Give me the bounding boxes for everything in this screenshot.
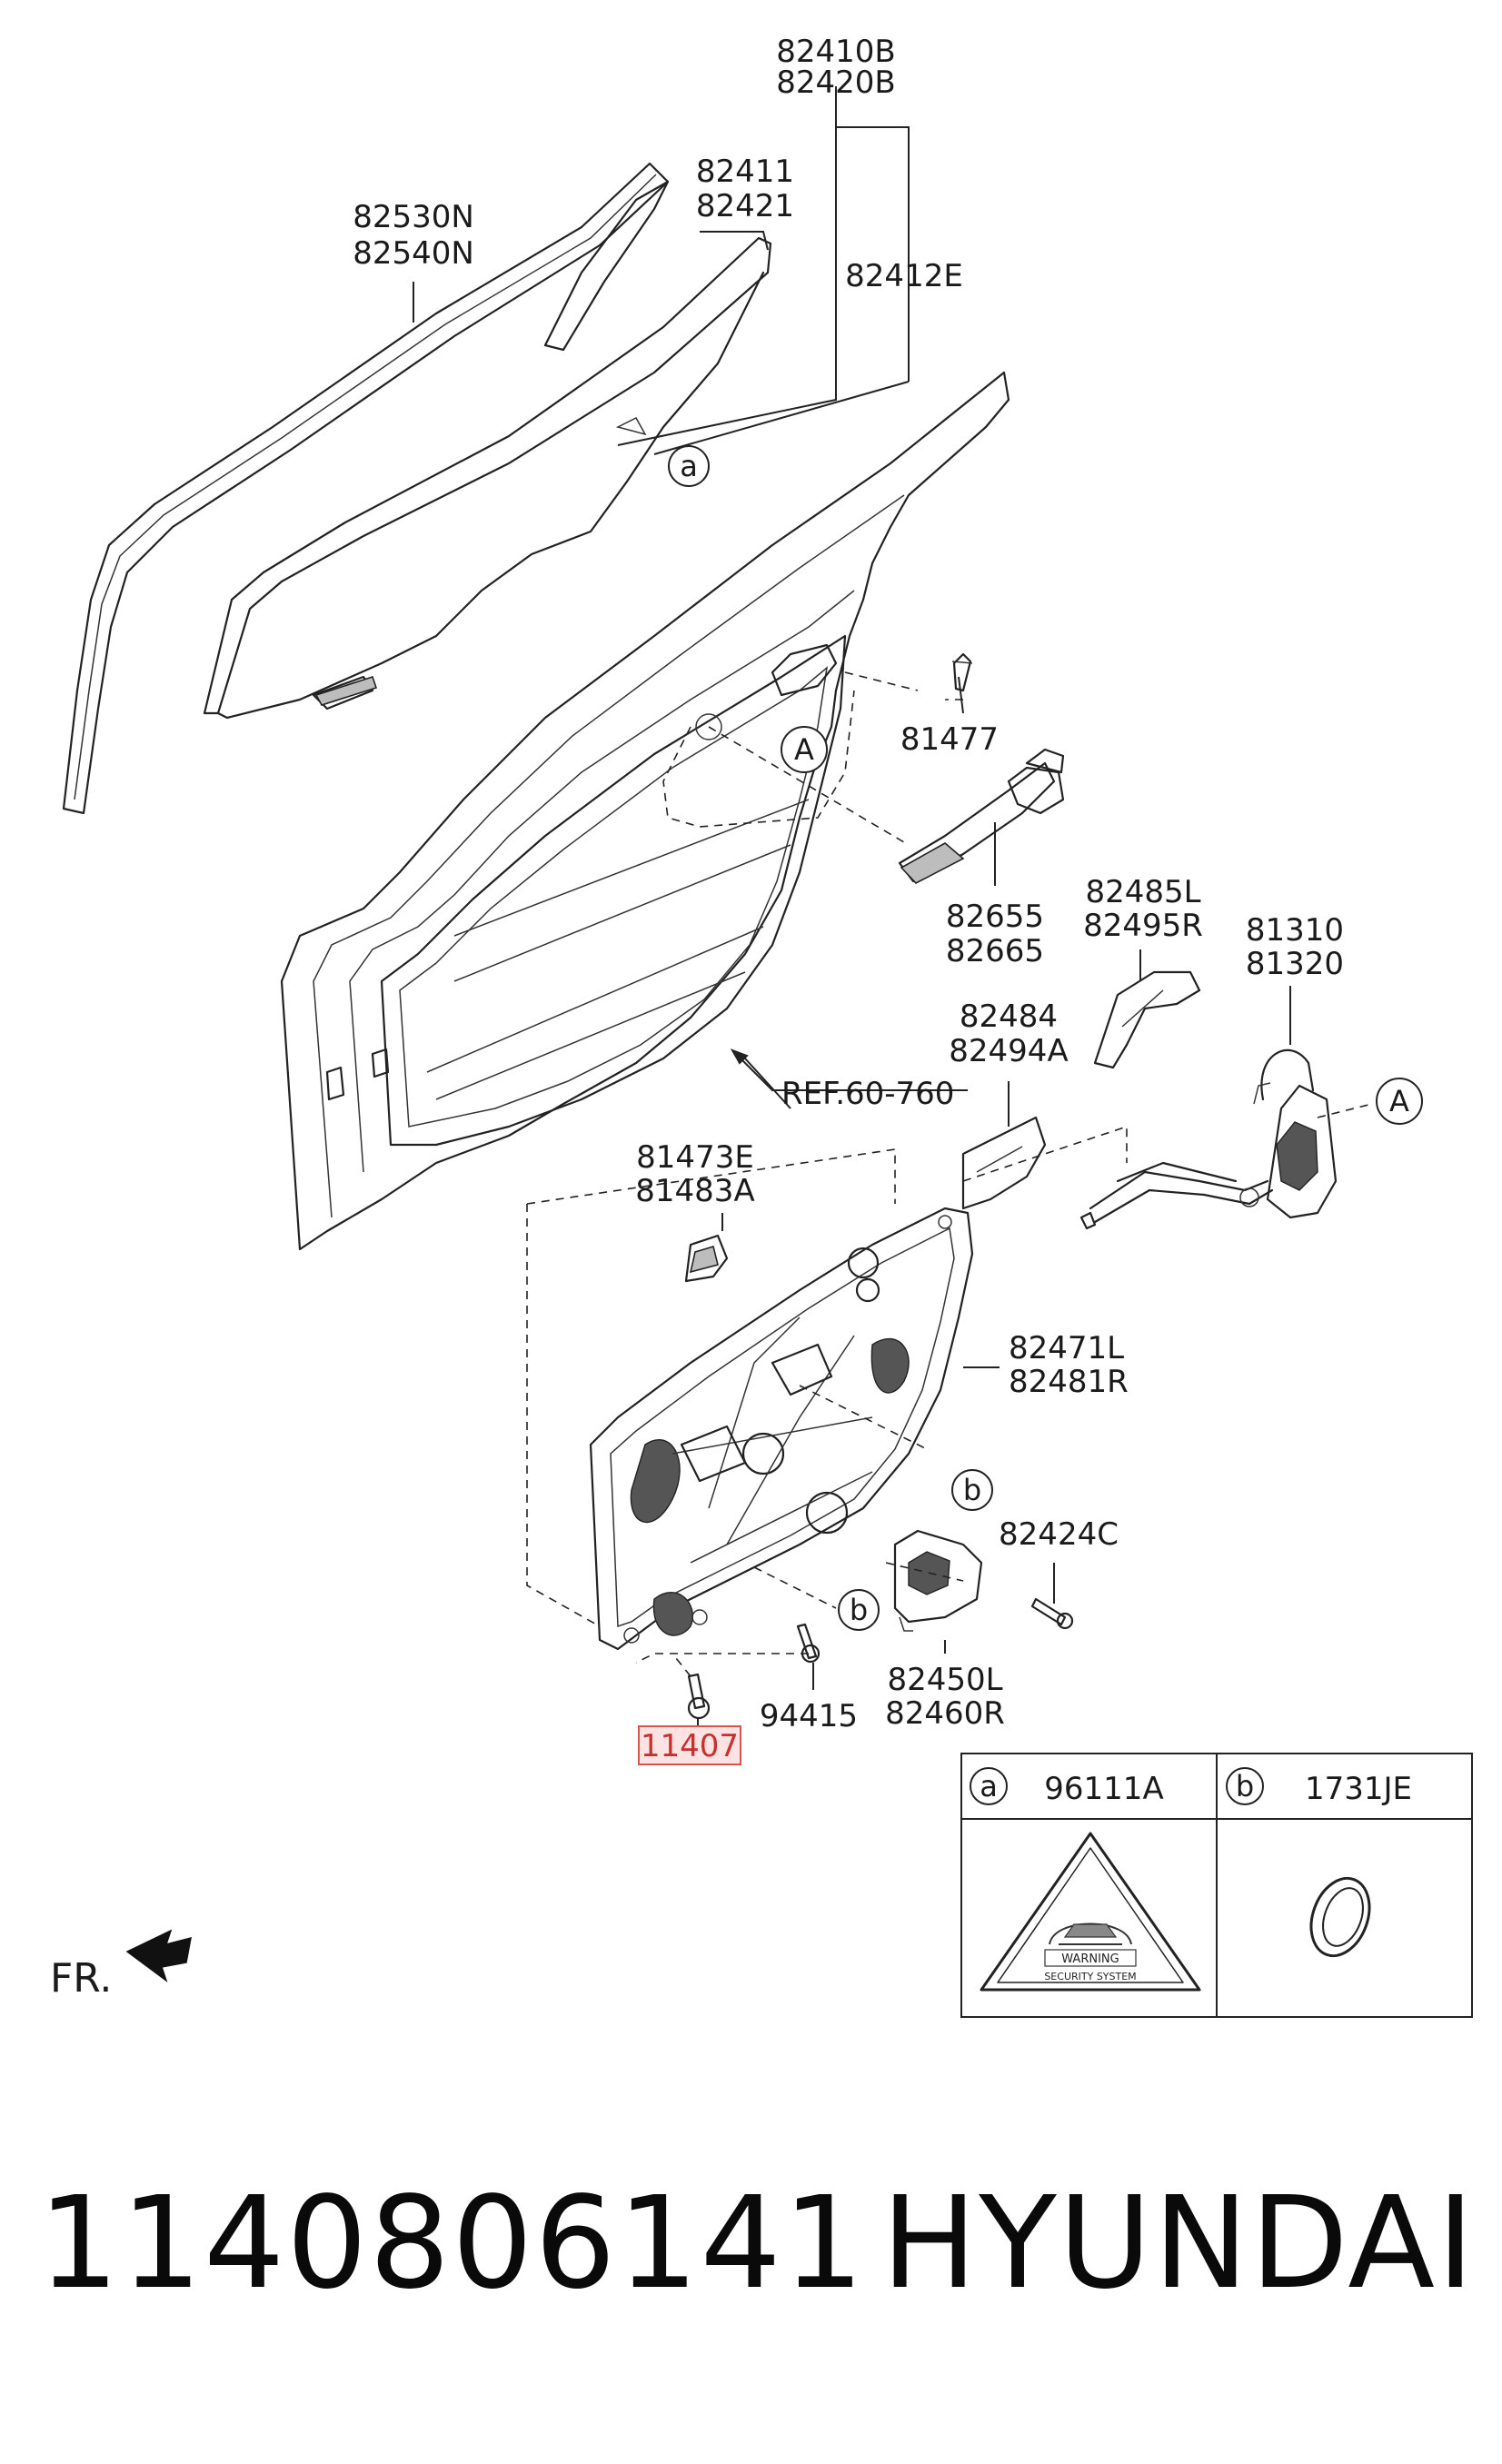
label-82485L: 82485L xyxy=(1085,874,1200,910)
front-direction-indicator: FR. xyxy=(50,1929,192,2002)
reference-dashes xyxy=(526,671,1373,1677)
label-82411: 82411 xyxy=(696,154,794,190)
label-94415: 94415 xyxy=(760,1698,858,1734)
front-arrow-icon xyxy=(125,1929,192,1983)
door-shell xyxy=(280,371,1010,1251)
grommet-icon xyxy=(1309,1876,1371,1958)
legend-part-96111A: 96111A xyxy=(1044,1771,1163,1807)
screw-82424C xyxy=(1030,1597,1074,1630)
label-82665: 82665 xyxy=(946,933,1044,969)
label-82420B: 82420B xyxy=(776,65,895,101)
bubble-a: a xyxy=(680,449,698,483)
label-11407: 11407 xyxy=(641,1728,739,1764)
legend-letter-b: b xyxy=(1236,1769,1254,1803)
bubble-b-lower: b xyxy=(850,1593,868,1627)
ref-arrow xyxy=(730,1048,968,1091)
label-82412E: 82412E xyxy=(845,258,963,294)
label-fr: FR. xyxy=(50,1955,112,2002)
label-82481R: 82481R xyxy=(1009,1364,1129,1400)
sticker-text-warning: WARNING xyxy=(1061,1952,1119,1966)
label-82471L: 82471L xyxy=(1009,1330,1124,1366)
screw-81477 xyxy=(951,652,973,692)
part-number: 1140806141 xyxy=(38,2170,866,2318)
label-82421: 82421 xyxy=(696,188,794,224)
label-81310: 81310 xyxy=(1246,912,1344,949)
label-82484: 82484 xyxy=(960,999,1058,1035)
clip-81473E xyxy=(684,1234,729,1283)
screw-94415 xyxy=(796,1623,821,1664)
handle-bracket xyxy=(1093,970,1201,1069)
window-motor xyxy=(893,1529,983,1632)
window-run-channel xyxy=(62,162,670,815)
label-81473E: 81473E xyxy=(636,1139,754,1176)
legend-part-1731JE: 1731JE xyxy=(1305,1771,1412,1807)
door-latch xyxy=(1079,1048,1338,1230)
callout-bubbles: a A A b b xyxy=(668,445,1423,1631)
bubble-A-right: A xyxy=(1389,1084,1409,1118)
label-82410B: 82410B xyxy=(776,34,895,70)
label-82655: 82655 xyxy=(946,899,1044,935)
leader-lines xyxy=(413,86,1291,1731)
label-82494A: 82494A xyxy=(949,1033,1068,1069)
label-82495R: 82495R xyxy=(1083,908,1203,944)
bubble-b-upper: b xyxy=(963,1473,981,1507)
highlighted-part-11407: 11407 xyxy=(638,1725,741,1765)
label-82530N: 82530N xyxy=(353,199,474,235)
part-labels: 82410B 82420B 82411 82421 82530N 82540N … xyxy=(353,34,1344,1734)
label-82540N: 82540N xyxy=(353,235,474,272)
label-82450L: 82450L xyxy=(887,1662,1002,1698)
outside-handle xyxy=(898,748,1065,884)
legend-letter-a: a xyxy=(980,1769,998,1803)
brand-name: HYUNDAI xyxy=(881,2170,1477,2318)
label-81477: 81477 xyxy=(900,721,999,758)
label-81320: 81320 xyxy=(1246,946,1344,982)
bubble-A-upper: A xyxy=(794,732,814,767)
bolt-11407 xyxy=(687,1673,711,1720)
warning-sticker-icon: WARNING SECURITY SYSTEM xyxy=(980,1832,1201,1992)
legend-table: a 96111A b 1731JE WARNING SECURITY SYSTE… xyxy=(960,1753,1473,2018)
door-module-panel xyxy=(589,1207,974,1651)
parts-diagram: 82410B 82420B 82411 82421 82530N 82540N … xyxy=(50,34,1473,2018)
lock-bracket xyxy=(961,1116,1047,1210)
label-82424C: 82424C xyxy=(999,1516,1119,1553)
label-81483A: 81483A xyxy=(635,1173,754,1209)
label-82460R: 82460R xyxy=(885,1695,1005,1732)
label-ref-60-760: REF.60-760 xyxy=(781,1076,954,1112)
sticker-text-security: SECURITY SYSTEM xyxy=(1044,1971,1136,1982)
